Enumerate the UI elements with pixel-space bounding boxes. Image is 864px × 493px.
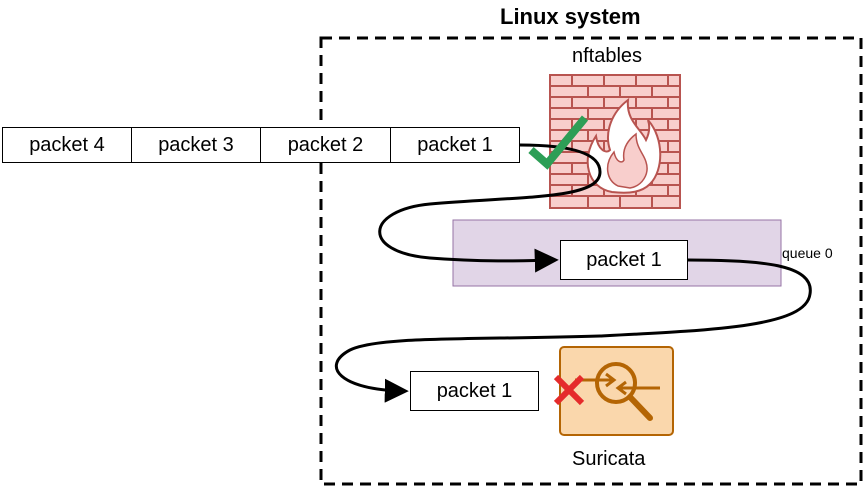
inspected-packet: packet 1: [410, 371, 539, 411]
stream-packet-4: packet 4: [2, 127, 132, 163]
checkmark-icon: [528, 115, 589, 170]
connector-firewall-to-queue: [378, 143, 602, 273]
connector-queue-to-suricata: [334, 258, 812, 403]
stream-packet-1: packet 1: [390, 127, 520, 163]
suricata-label: Suricata: [572, 448, 646, 470]
x-mark-icon: [553, 374, 585, 406]
queued-packet: packet 1: [560, 240, 688, 280]
linux-system-boundary: [319, 36, 863, 486]
linux-system-label: Linux system: [500, 4, 641, 29]
magnifier-arrows-icon: [559, 346, 674, 436]
nftables-label: nftables: [572, 45, 643, 67]
queue-label: queue 0: [782, 245, 833, 261]
stream-packet-2: packet 2: [260, 127, 391, 163]
stream-packet-3: packet 3: [131, 127, 261, 163]
